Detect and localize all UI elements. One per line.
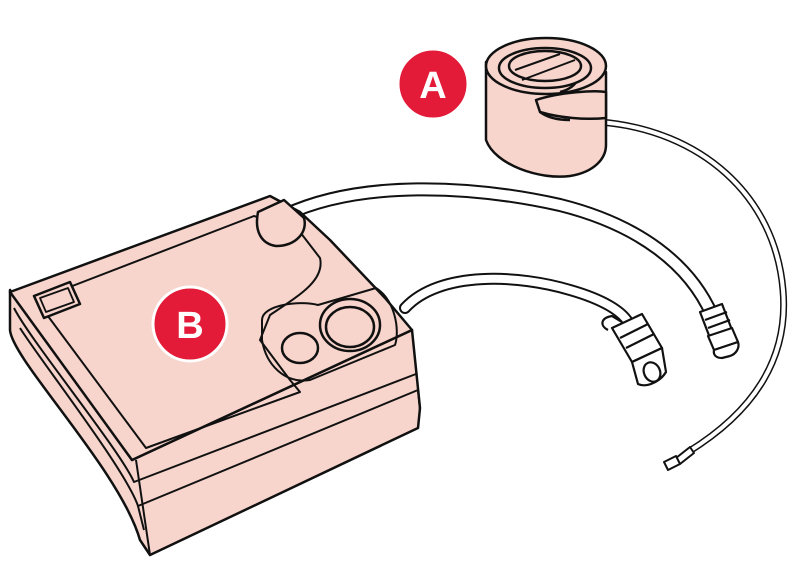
sealant-bottle (484, 36, 608, 178)
power-cable (399, 272, 634, 328)
label-badge-b: B (151, 285, 229, 363)
air-hose (278, 182, 719, 322)
compressor-unit (8, 194, 422, 557)
sealant-hose (596, 118, 788, 456)
label-b-text: B (176, 305, 203, 347)
valve-tip (663, 446, 695, 471)
label-a-text: A (419, 65, 446, 107)
hoses (278, 118, 788, 456)
cigarette-lighter-plug (601, 312, 668, 387)
label-badge-a: A (396, 47, 470, 121)
air-valve-connector (698, 302, 740, 360)
